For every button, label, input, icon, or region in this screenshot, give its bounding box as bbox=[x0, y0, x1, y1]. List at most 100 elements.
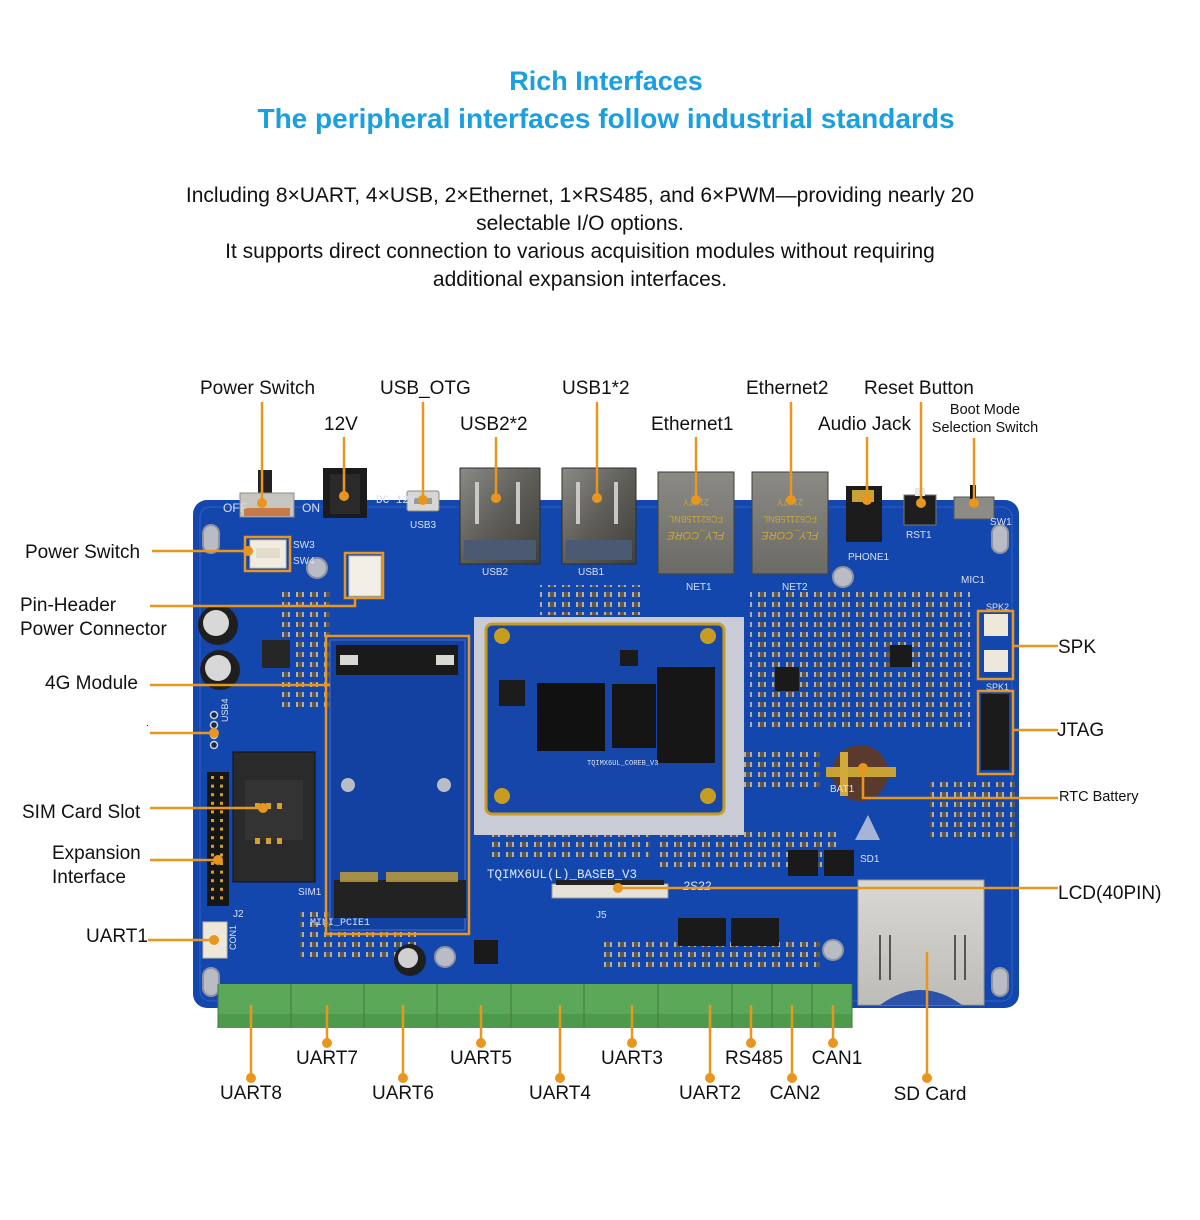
label-uart2: UART2 bbox=[679, 1083, 741, 1104]
header-pin bbox=[220, 896, 223, 900]
header-pin bbox=[220, 776, 223, 779]
label-jtag: JTAG bbox=[1057, 720, 1105, 741]
callout-dot bbox=[209, 728, 219, 738]
silk-sw4: SW4 bbox=[293, 556, 315, 567]
silk-date-code: 2S22 bbox=[682, 879, 711, 893]
callout-dot bbox=[246, 1073, 256, 1083]
header-pin bbox=[220, 879, 223, 883]
label-can2: CAN2 bbox=[769, 1083, 821, 1104]
callout-dot bbox=[858, 763, 868, 773]
header-pin bbox=[220, 819, 223, 822]
callout-dot bbox=[398, 1073, 408, 1083]
callout-dot bbox=[213, 855, 223, 865]
silk-usb3: USB3 bbox=[410, 520, 437, 531]
jtag-header bbox=[981, 694, 1009, 770]
silk-spk2: SPK2 bbox=[986, 602, 1009, 612]
label-expansion-1: Expansion bbox=[52, 843, 141, 864]
header-pin bbox=[211, 784, 214, 788]
callout-dot bbox=[555, 1073, 565, 1083]
callout-box-pin-header bbox=[343, 551, 385, 600]
callout-dot bbox=[828, 1038, 838, 1048]
silk-net2: NET2 bbox=[782, 582, 808, 593]
sim-card-slot bbox=[232, 751, 316, 883]
callout-line bbox=[861, 768, 1058, 800]
spk-connectors bbox=[984, 614, 1008, 672]
header-pin bbox=[211, 810, 214, 814]
header-pin bbox=[211, 827, 214, 831]
callout-dot bbox=[339, 491, 349, 501]
silk-on: ON bbox=[302, 501, 320, 515]
header-pin bbox=[220, 844, 223, 848]
callout-dot bbox=[322, 1038, 332, 1048]
label-4g-module: 4G Module bbox=[45, 673, 138, 694]
callout-dots bbox=[209, 491, 979, 1083]
header-pin bbox=[220, 836, 223, 840]
silk-mic: MIC1 bbox=[961, 575, 985, 586]
label-sim-card-slot: SIM Card Slot bbox=[22, 802, 141, 823]
header-pin bbox=[220, 887, 223, 891]
header-pin bbox=[211, 853, 214, 857]
callout-line bbox=[150, 597, 357, 608]
label-lcd: LCD(40PIN) bbox=[1058, 883, 1162, 904]
esd-symbol-icon bbox=[855, 815, 880, 840]
silk-board-name: TQIMX6UL(L)_BASEB_V3 bbox=[487, 868, 637, 882]
description-line-1: Including 8×UART, 4×USB, 2×Ethernet, 1×R… bbox=[185, 184, 975, 235]
header-pin bbox=[211, 819, 214, 822]
sw4-connector bbox=[249, 539, 287, 569]
callout-dot bbox=[627, 1038, 637, 1048]
silk-usb4: USB4 bbox=[220, 698, 230, 722]
callout-dot bbox=[691, 495, 701, 505]
eth1-brand: FLY_CORE bbox=[667, 529, 725, 541]
usb1-port bbox=[561, 467, 637, 565]
label-can1: CAN1 bbox=[811, 1048, 863, 1069]
label-uart7: UART7 bbox=[296, 1048, 358, 1069]
label-usb2: USB2*2 bbox=[460, 414, 528, 435]
silk-spk1: SPK1 bbox=[986, 682, 1009, 692]
callout-dot bbox=[746, 1038, 756, 1048]
page-title: Rich Interfaces bbox=[509, 66, 703, 96]
label-rtc-battery: RTC Battery bbox=[1059, 789, 1139, 805]
eth1-part: FC62115BNL bbox=[669, 514, 723, 524]
silk-mini-pcie: MINI_PCIE1 bbox=[310, 918, 370, 929]
label-12v: 12V bbox=[324, 414, 358, 435]
label-uart3: UART3 bbox=[601, 1048, 663, 1069]
header-pin bbox=[211, 836, 214, 840]
callout-dot bbox=[258, 803, 268, 813]
label-reset-button: Reset Button bbox=[864, 378, 974, 399]
silk-usb2: USB2 bbox=[482, 567, 509, 578]
header-pin bbox=[220, 801, 223, 805]
callout-dot bbox=[969, 498, 979, 508]
callout-lines bbox=[148, 402, 1058, 1078]
silk-j5: J5 bbox=[596, 910, 607, 921]
silk-dc: DC 12V bbox=[376, 495, 416, 507]
slide-power-switch bbox=[239, 470, 295, 518]
silk-j2: J2 bbox=[233, 909, 244, 920]
ics bbox=[474, 645, 912, 964]
label-rs485: RS485 bbox=[724, 1048, 784, 1069]
label-expansion-2: Interface bbox=[52, 867, 126, 888]
callout-dot bbox=[257, 498, 267, 508]
label-spk: SPK bbox=[1058, 637, 1097, 658]
eth2-brand: FLY_CORE bbox=[761, 529, 819, 541]
label-pin-header-1: Pin-Header bbox=[20, 595, 117, 616]
label-usb4-dot: . bbox=[146, 718, 149, 729]
silk-off: OFF bbox=[223, 501, 247, 515]
header-pin bbox=[211, 879, 214, 883]
inductor bbox=[262, 640, 290, 668]
callout-dot bbox=[786, 495, 796, 505]
callout-dot bbox=[862, 495, 872, 505]
header-pin bbox=[220, 870, 223, 874]
label-uart5: UART5 bbox=[450, 1048, 512, 1069]
sd-card-slot bbox=[857, 879, 985, 1006]
label-pin-header-2: Power Connector bbox=[20, 619, 167, 640]
label-uart8: UART8 bbox=[220, 1083, 282, 1104]
silk-dc-text: DC 12V bbox=[376, 495, 416, 507]
core-module bbox=[474, 617, 744, 835]
header-pin bbox=[220, 810, 223, 814]
callout-dot bbox=[922, 1073, 932, 1083]
terminal-blocks bbox=[217, 984, 853, 1028]
silk-sw3: SW3 bbox=[293, 540, 315, 551]
header-pin bbox=[211, 862, 214, 865]
header-pin bbox=[211, 801, 214, 805]
